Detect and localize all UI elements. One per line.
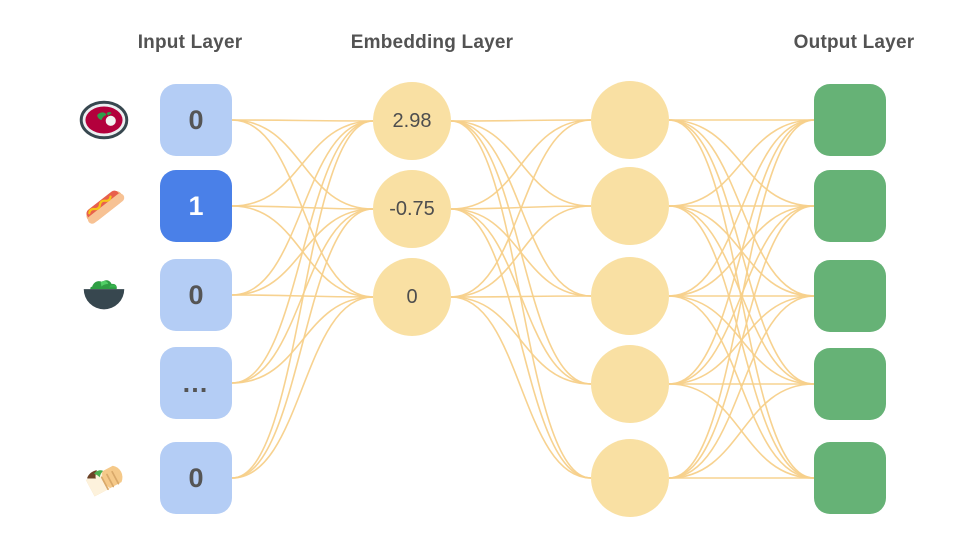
embedding-node-1[interactable]: -0.75 — [373, 170, 451, 248]
hidden-node-4[interactable] — [591, 439, 669, 517]
title-output-layer: Output Layer — [793, 32, 915, 53]
title-input-layer: Input Layer — [137, 32, 243, 53]
output-box-1[interactable] — [814, 170, 886, 242]
soup-bowl-icon — [77, 93, 131, 147]
input-box-2[interactable]: 0 — [160, 259, 232, 331]
hot-dog-icon — [77, 179, 131, 233]
hidden-node-2[interactable] — [591, 257, 669, 335]
embedding-node-2[interactable]: 0 — [373, 258, 451, 336]
output-box-0[interactable] — [814, 84, 886, 156]
title-embedding-layer: Embedding Layer — [350, 32, 514, 53]
hidden-node-0[interactable] — [591, 81, 669, 159]
output-box-2[interactable] — [814, 260, 886, 332]
embedding-node-0[interactable]: 2.98 — [373, 82, 451, 160]
green-salad-icon — [77, 268, 131, 322]
hidden-node-1[interactable] — [591, 167, 669, 245]
output-box-4[interactable] — [814, 442, 886, 514]
burrito-icon — [77, 451, 131, 505]
input-box-ellipsis[interactable]: … — [160, 347, 232, 419]
input-box-4[interactable]: 0 — [160, 442, 232, 514]
output-box-3[interactable] — [814, 348, 886, 420]
hidden-node-3[interactable] — [591, 345, 669, 423]
input-box-0[interactable]: 0 — [160, 84, 232, 156]
input-box-1[interactable]: 1 — [160, 170, 232, 242]
